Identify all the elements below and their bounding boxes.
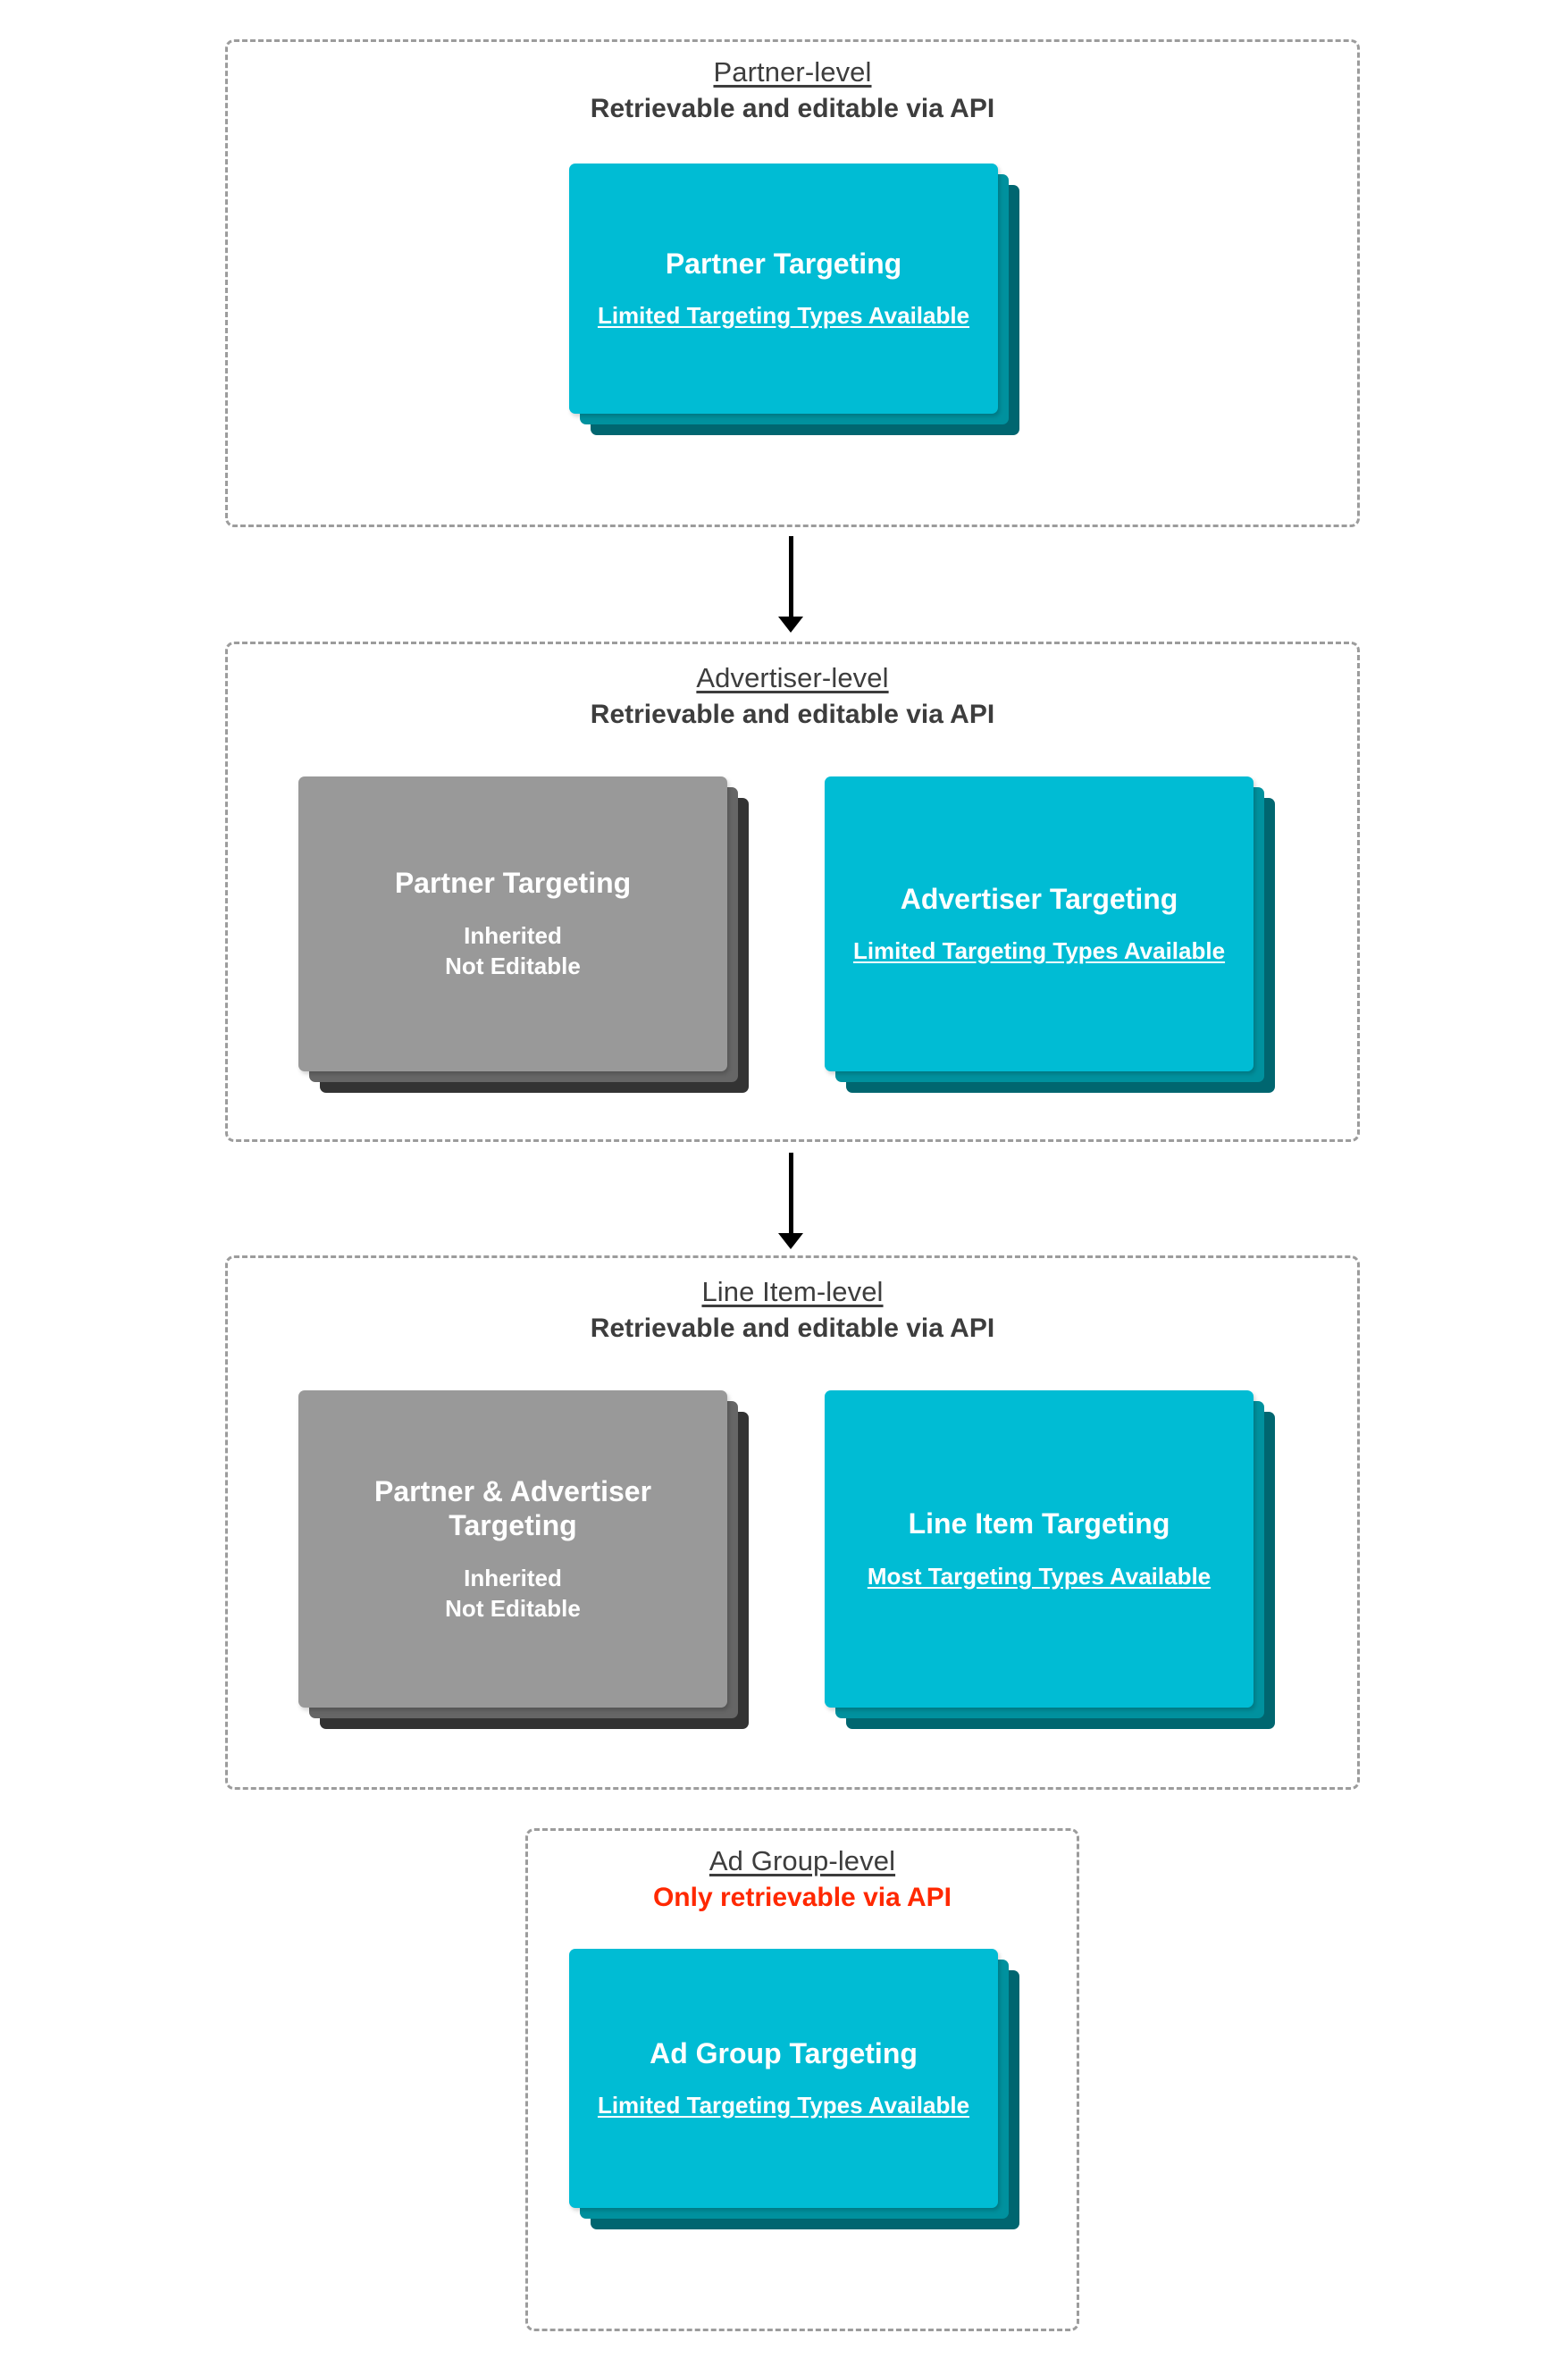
card-inherited-partner-targeting[interactable]: Partner Targeting Inherited Not Editable <box>298 776 727 1071</box>
card-title: Advertiser Targeting <box>900 882 1178 915</box>
card-subtitle: Inherited Not Editable <box>445 921 581 980</box>
card-title: Partner Targeting <box>665 247 902 280</box>
card-advertiser-targeting[interactable]: Advertiser Targeting Limited Targeting T… <box>825 776 1254 1071</box>
card-subtitle: Limited Targeting Types Available <box>597 302 970 330</box>
arrow-partner-to-advertiser <box>773 536 809 634</box>
card-stack-ad-group-targeting: Ad Group Targeting Limited Targeting Typ… <box>569 1949 1019 2229</box>
level-title-line-item: Line Item-level <box>701 1276 884 1307</box>
card-stack-inherited-partner-advertiser-targeting: Partner & Advertiser Targeting Inherited… <box>298 1390 749 1729</box>
level-header-partner: Partner-level Retrievable and editable v… <box>228 56 1357 124</box>
level-header-ad-group: Ad Group-level Only retrievable via API <box>528 1845 1077 1913</box>
arrow-head <box>778 617 803 633</box>
arrow-shaft <box>789 1153 793 1235</box>
card-subtitle: Limited Targeting Types Available <box>852 937 1226 965</box>
card-stack-inherited-partner-targeting: Partner Targeting Inherited Not Editable <box>298 776 749 1093</box>
card-subtitle: Inherited Not Editable <box>445 1564 581 1622</box>
card-subtitle: Limited Targeting Types Available <box>597 2092 970 2119</box>
level-box-ad-group: Ad Group-level Only retrievable via API … <box>525 1828 1079 2331</box>
arrow-advertiser-to-line-item <box>773 1153 809 1251</box>
level-box-line-item: Line Item-level Retrievable and editable… <box>225 1255 1360 1790</box>
card-subtitle: Most Targeting Types Available <box>867 1562 1212 1590</box>
level-title-advertiser: Advertiser-level <box>696 662 889 693</box>
card-ad-group-targeting[interactable]: Ad Group Targeting Limited Targeting Typ… <box>569 1949 998 2208</box>
level-api-note-line-item: Retrievable and editable via API <box>590 1313 995 1343</box>
level-api-note-advertiser: Retrievable and editable via API <box>590 699 995 729</box>
card-inherited-partner-advertiser-targeting[interactable]: Partner & Advertiser Targeting Inherited… <box>298 1390 727 1708</box>
level-box-advertiser: Advertiser-level Retrievable and editabl… <box>225 642 1360 1142</box>
level-api-note-ad-group: Only retrievable via API <box>652 1882 952 1912</box>
card-title: Partner & Advertiser Targeting <box>373 1474 652 1542</box>
card-title: Ad Group Targeting <box>650 2036 918 2069</box>
level-api-note-partner: Retrievable and editable via API <box>590 93 995 123</box>
level-header-advertiser: Advertiser-level Retrievable and editabl… <box>228 662 1357 730</box>
card-title: Partner Targeting <box>394 867 632 900</box>
card-title: Line Item Targeting <box>908 1507 1170 1540</box>
card-stack-partner-targeting: Partner Targeting Limited Targeting Type… <box>569 164 1019 435</box>
level-title-partner: Partner-level <box>713 56 872 88</box>
level-title-ad-group: Ad Group-level <box>709 1845 896 1876</box>
arrow-shaft <box>789 536 793 618</box>
card-partner-targeting[interactable]: Partner Targeting Limited Targeting Type… <box>569 164 998 414</box>
arrow-head <box>778 1233 803 1249</box>
card-stack-line-item-targeting: Line Item Targeting Most Targeting Types… <box>825 1390 1275 1729</box>
level-box-partner: Partner-level Retrievable and editable v… <box>225 39 1360 527</box>
card-line-item-targeting[interactable]: Line Item Targeting Most Targeting Types… <box>825 1390 1254 1708</box>
level-header-line-item: Line Item-level Retrievable and editable… <box>228 1276 1357 1344</box>
card-stack-advertiser-targeting: Advertiser Targeting Limited Targeting T… <box>825 776 1275 1093</box>
